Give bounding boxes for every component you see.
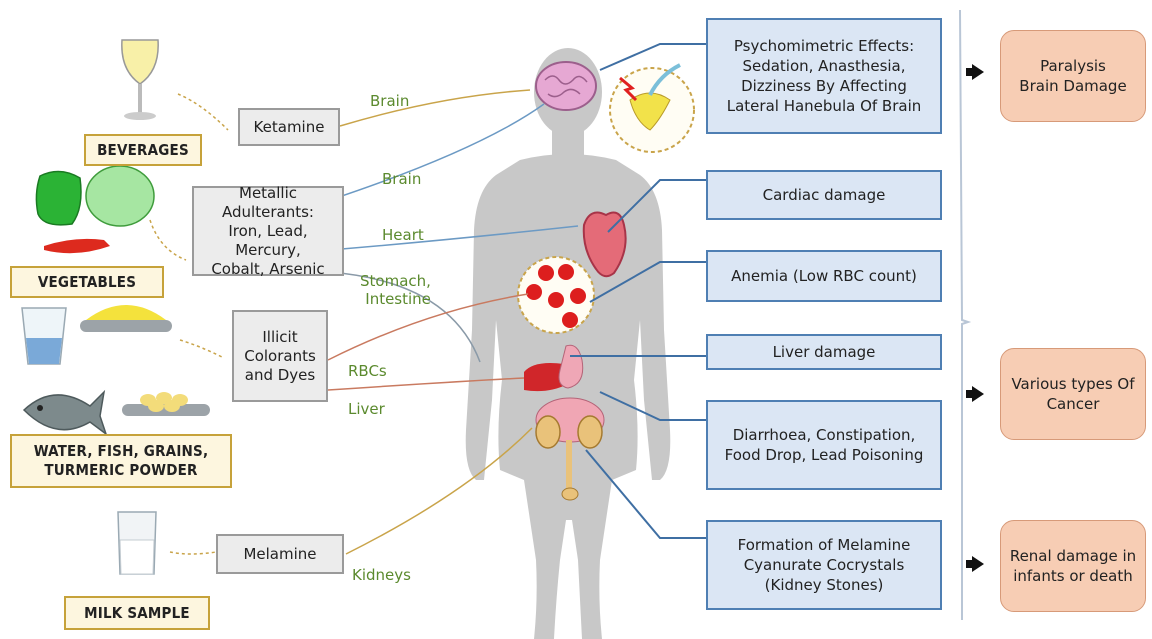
rbc-illustration xyxy=(518,257,594,333)
adulterant-melamine: Melamine xyxy=(216,534,344,574)
outcome-renal-damage: Renal damage in infants or death xyxy=(1000,520,1146,612)
grains-icon xyxy=(122,392,210,416)
effect-psychomimetric: Psychomimetric Effects: Sedation, Anasth… xyxy=(706,18,942,134)
organ-label-kidneys: Kidneys xyxy=(352,566,411,584)
brain-illustration xyxy=(536,62,596,110)
effect-melamine-cocrystals: Formation of Melamine Cyanurate Cocrysta… xyxy=(706,520,942,610)
adulterant-metallic: Metallic Adulterants: Iron, Lead, Mercur… xyxy=(192,186,344,276)
water-glass-icon xyxy=(22,308,66,364)
outcome-paralysis-brain-damage: Paralysis Brain Damage xyxy=(1000,30,1146,122)
adulterant-ketamine: Ketamine xyxy=(238,108,340,146)
organ-label-rbcs: RBCs xyxy=(348,362,387,380)
neuron-illustration xyxy=(610,65,694,152)
wine-glass-icon xyxy=(122,40,158,120)
bracket-line xyxy=(960,10,968,620)
organ-label-stomach-intestine: Stomach, Intestine xyxy=(360,272,431,308)
effect-diarrhoea: Diarrhoea, Constipation, Food Drop, Lead… xyxy=(706,400,942,490)
source-milk-sample: MILK SAMPLE xyxy=(64,596,210,630)
outcome-cancer: Various types Of Cancer xyxy=(1000,348,1146,440)
milk-glass-icon xyxy=(118,512,156,574)
organ-label-liver: Liver xyxy=(348,400,385,418)
source-vegetables: VEGETABLES xyxy=(10,266,164,298)
adulterant-colorants-dyes: Illicit Colorants and Dyes xyxy=(232,310,328,402)
effect-cardiac-damage: Cardiac damage xyxy=(706,170,942,220)
organ-label-brain-2: Brain xyxy=(382,170,421,188)
source-beverages: BEVERAGES xyxy=(84,134,202,166)
vegetables-icon xyxy=(36,166,154,253)
turmeric-powder-icon xyxy=(80,305,172,332)
organ-label-brain-1: Brain xyxy=(370,92,409,110)
effect-anemia: Anemia (Low RBC count) xyxy=(706,250,942,302)
effect-liver-damage: Liver damage xyxy=(706,334,942,370)
organ-label-heart: Heart xyxy=(382,226,424,244)
source-water-fish-grains-turmeric: WATER, FISH, GRAINS, TURMERIC POWDER xyxy=(10,434,232,488)
fish-icon xyxy=(24,392,106,434)
